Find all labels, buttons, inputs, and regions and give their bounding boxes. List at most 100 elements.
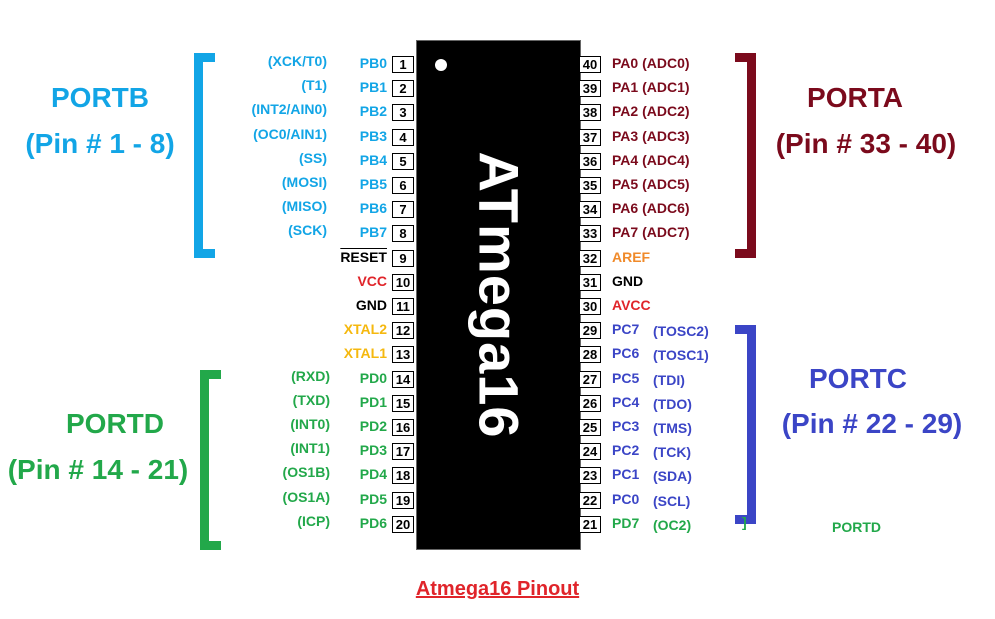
- pin-alt-function: (SCK): [288, 222, 327, 239]
- pin-name: PB6: [359, 200, 387, 217]
- pin-number-box: 33: [579, 225, 601, 243]
- pin-alt-function: (RXD): [291, 367, 330, 384]
- pin-number-box: 8: [392, 225, 414, 243]
- pin-name: PC5: [612, 369, 640, 386]
- pin-alt-function: (TDI): [653, 371, 685, 388]
- pin-number-box: 6: [392, 177, 414, 194]
- pin-alt-function: (TXD): [292, 391, 330, 408]
- pin-number-box: 30: [579, 298, 601, 315]
- pin-number-box: 18: [392, 467, 414, 485]
- pin-name: PD5: [359, 490, 387, 507]
- pin-name: XTAL2: [343, 321, 387, 338]
- portd-bracket: [200, 370, 221, 550]
- portd-title: PORTD: [66, 408, 164, 439]
- pin-name: PC4: [612, 393, 640, 410]
- pin-number-box: 34: [579, 201, 601, 219]
- chip-label: ATmega16: [467, 151, 530, 439]
- pin-alt-function: (INT0): [290, 416, 330, 432]
- pin-name: PA2 (ADC2): [612, 103, 690, 120]
- pin-name: PD1: [359, 393, 387, 410]
- stray-portd-label: PORTD: [832, 519, 881, 535]
- pin-number-box: 31: [579, 273, 601, 291]
- pin-alt-function: (T1): [301, 77, 327, 94]
- pin-alt-function: (OS1B): [282, 464, 330, 481]
- pin-name: GND: [612, 272, 644, 289]
- pin-number-box: 36: [579, 152, 601, 170]
- pin-number-box: 4: [392, 128, 414, 146]
- portd-range: (Pin # 14 - 21): [7, 454, 189, 485]
- pin-name: PB5: [359, 176, 387, 192]
- pin-name: PD2: [359, 418, 387, 434]
- pin-number-box: 35: [579, 177, 601, 194]
- pin-number-box: 20: [392, 515, 414, 533]
- pin-number-box: 27: [579, 370, 601, 388]
- pin-name: RESET: [340, 248, 387, 265]
- pin-number-box: 3: [392, 104, 414, 122]
- pin-alt-function: (SS): [299, 149, 327, 166]
- pin-alt-function: (MISO): [281, 198, 327, 215]
- pin-name: XTAL1: [343, 345, 387, 362]
- pin-name: AREF: [612, 248, 651, 265]
- pin-number-box: 5: [392, 152, 414, 170]
- pin-number-box: 9: [392, 249, 414, 267]
- pin-number-box: 16: [392, 419, 414, 436]
- pin-number-box: 37: [579, 128, 601, 146]
- chip-body: ATmega16: [416, 40, 581, 550]
- pin-alt-function: (TOSC1): [653, 347, 709, 364]
- pin-name: PD0: [359, 369, 387, 386]
- pin-name: PA7 (ADC7): [612, 224, 690, 241]
- pin-name: PC6: [612, 345, 640, 362]
- pin-number-box: 15: [392, 394, 414, 412]
- pin-name: PA3 (ADC3): [612, 127, 690, 144]
- diagram-title: Atmega16 Pinout: [415, 578, 580, 600]
- pin-name: PC3: [612, 418, 640, 434]
- pin-name: PD3: [359, 442, 387, 459]
- pin-number-box: 11: [392, 298, 414, 315]
- pin-alt-function: (INT2/AIN0): [251, 101, 327, 118]
- portb-range: (Pin # 1 - 8): [25, 128, 175, 159]
- pin-number-box: 17: [392, 443, 414, 461]
- pin-name: PA4 (ADC4): [612, 151, 690, 168]
- pin-number-box: 12: [392, 322, 414, 340]
- pin-name: PC0: [612, 490, 640, 507]
- stray-bracket-char: ]: [742, 514, 747, 530]
- pin-number-box: 25: [579, 419, 601, 436]
- pin-name: PD6: [359, 514, 387, 531]
- pin1-marker-dot: [435, 59, 447, 71]
- pin-name: PD4: [359, 466, 387, 483]
- pin-number-box: 13: [392, 346, 414, 364]
- pin-name: VCC: [357, 272, 387, 289]
- pin-number-box: 29: [579, 322, 601, 340]
- pin-name: PA1 (ADC1): [612, 79, 690, 96]
- pin-alt-function: (OC2): [653, 516, 692, 533]
- pin-alt-function: (SCL): [653, 492, 691, 509]
- pin-number-box: 14: [392, 370, 414, 388]
- portc-bracket: [735, 325, 756, 524]
- pin-name: PB7: [359, 224, 387, 241]
- porta-title: PORTA: [807, 82, 903, 113]
- pin-alt-function: (TMS): [653, 420, 692, 436]
- pin-alt-function: (INT1): [290, 440, 330, 457]
- pin-number-box: 2: [392, 80, 414, 98]
- pin-name: PD7: [612, 514, 640, 531]
- pin-number-box: 22: [579, 491, 601, 509]
- pin-number-box: 19: [392, 491, 414, 509]
- portb-title: PORTB: [51, 82, 149, 113]
- pin-alt-function: (MOSI): [281, 174, 327, 190]
- pin-alt-function: (OS1A): [282, 488, 330, 505]
- pin-alt-function: (XCK/T0): [267, 53, 327, 69]
- pin-number-box: 24: [579, 443, 601, 461]
- pin-number-box: 7: [392, 201, 414, 219]
- pin-alt-function: (OC0/AIN1): [253, 125, 327, 142]
- pin-name: PC7: [612, 321, 640, 338]
- porta-bracket: [735, 53, 756, 258]
- pin-name: PC2: [612, 442, 640, 459]
- pin-alt-function: (ICP): [297, 512, 330, 529]
- pin-number-box: 10: [392, 273, 414, 291]
- pin-name: PB0: [359, 55, 387, 71]
- pin-name: GND: [355, 297, 387, 313]
- pin-number-box: 28: [579, 346, 601, 364]
- pin-name: PA5 (ADC5): [612, 176, 690, 192]
- pin-name: PB2: [359, 103, 387, 120]
- portc-range: (Pin # 22 - 29): [781, 408, 963, 439]
